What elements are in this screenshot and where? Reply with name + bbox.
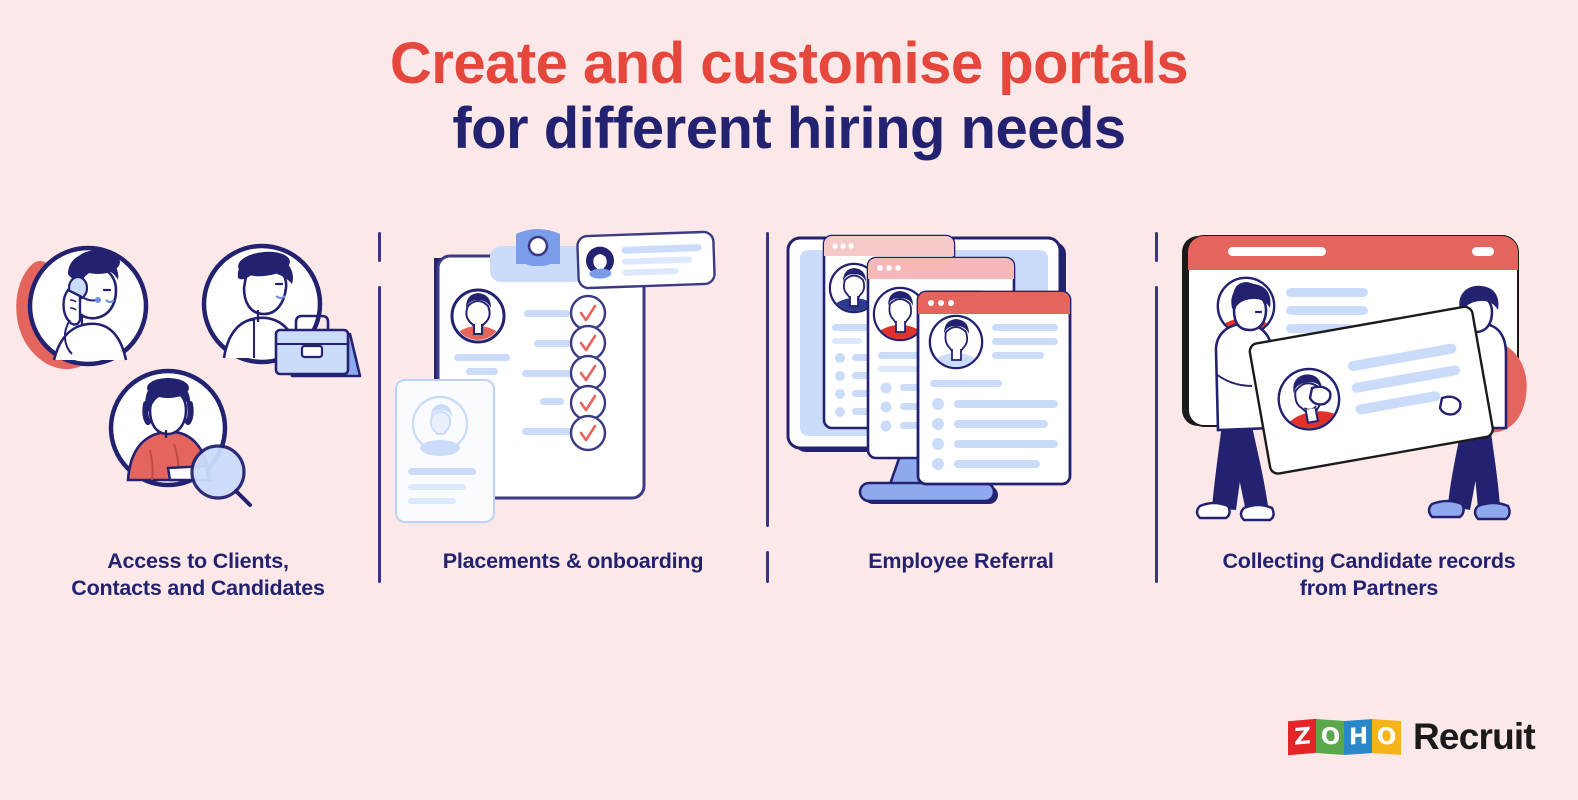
caption-line-1: Placements & onboarding xyxy=(442,549,704,573)
checklist-items xyxy=(522,294,607,452)
logo-tile-h: H xyxy=(1344,718,1373,756)
panel-caption-collecting-candidate-records: Collecting Candidate records from Partne… xyxy=(1160,548,1578,602)
caption-line-2: from Partners xyxy=(1299,575,1439,600)
phone-headset-avatar xyxy=(16,245,149,370)
checkmark-circle xyxy=(569,414,607,452)
divider-1-top xyxy=(378,232,381,262)
panel-access-to-clients: Access to Clients, Contacts and Candidat… xyxy=(10,228,386,600)
panel-caption-placements-onboarding: Placements & onboarding xyxy=(382,548,764,575)
notification-card xyxy=(576,230,716,290)
briefcase-avatar xyxy=(201,243,362,378)
caption-line-1: Access to Clients, xyxy=(107,549,289,573)
divider-1-main xyxy=(378,286,381,583)
illustration-monitor-windows xyxy=(770,228,1152,528)
panel-caption-access-to-clients: Access to Clients, Contacts and Candidat… xyxy=(10,548,386,602)
logo-tile-o1: O xyxy=(1316,718,1345,756)
divider-3-top xyxy=(1155,232,1158,262)
illustration-three-avatars xyxy=(10,228,386,528)
page-title-line-2: for different hiring needs xyxy=(452,96,1126,162)
zoho-wordmark: Z O H O xyxy=(1288,718,1401,756)
illustration-clipboard-checklist xyxy=(382,228,764,528)
caption-line-1: Collecting Candidate records xyxy=(1222,549,1516,573)
illustration-people-carrying-record xyxy=(1160,228,1578,528)
profile-window-front xyxy=(916,290,1072,486)
logo-tile-z: Z xyxy=(1288,718,1317,756)
magnifier-avatar xyxy=(108,368,252,507)
page-title-line-1: Create and customise portals xyxy=(389,31,1189,96)
divider-2-main xyxy=(766,232,769,527)
page-title: Create and customise portals for differe… xyxy=(0,34,1578,158)
logo-product-name: Recruit xyxy=(1413,716,1536,757)
divider-3-main xyxy=(1155,286,1158,583)
panel-collecting-candidate-records: Collecting Candidate records from Partne… xyxy=(1160,228,1578,600)
caption-line-2: Contacts and Candidates xyxy=(71,575,325,600)
panel-employee-referral: Employee Referral xyxy=(770,228,1152,573)
panel-caption-employee-referral: Employee Referral xyxy=(770,548,1152,575)
caption-line-1: Employee Referral xyxy=(868,549,1054,573)
clipboard-profile-avatar xyxy=(450,288,506,344)
zoho-recruit-logo[interactable]: Z O H O Recruit xyxy=(1288,716,1536,758)
panel-placements-onboarding: Placements & onboarding xyxy=(382,228,764,573)
resume-card xyxy=(395,379,495,523)
tilted-record-card xyxy=(1248,305,1494,475)
divider-2-bottom xyxy=(766,551,769,583)
logo-tile-o2: O xyxy=(1372,718,1401,756)
